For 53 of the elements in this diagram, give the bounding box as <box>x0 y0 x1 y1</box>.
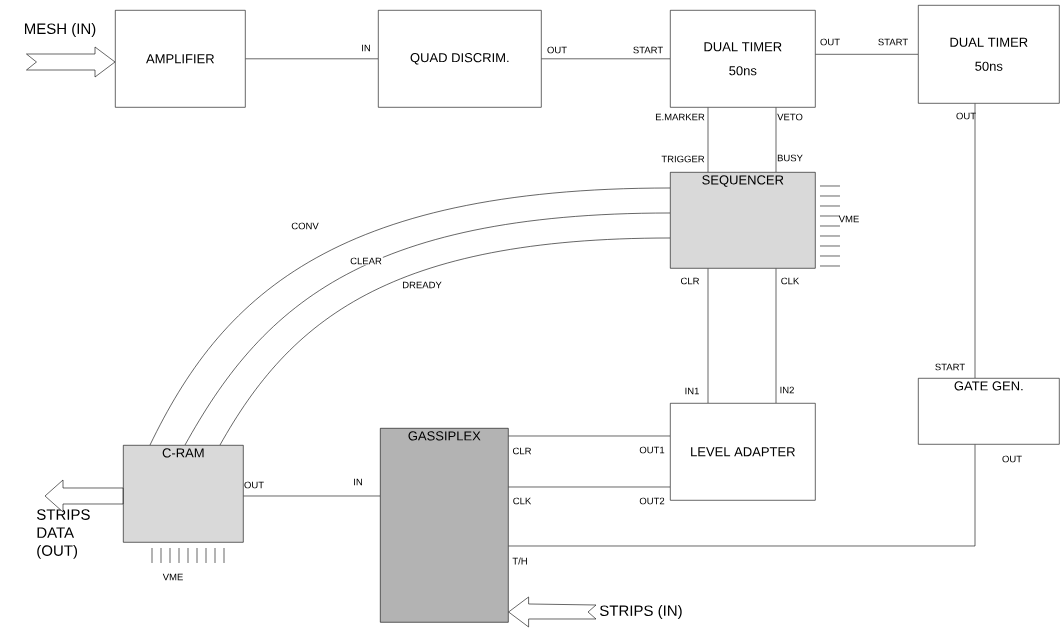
signal-text: MESH (IN) <box>25 23 96 37</box>
connector-line <box>508 444 976 547</box>
port-label: OUT <box>1002 455 1022 463</box>
connector-line <box>184 212 671 446</box>
hollow-arrow <box>44 479 124 513</box>
connector-line <box>508 435 671 437</box>
module-box: GASSIPLEX <box>380 428 509 623</box>
port-label: START <box>878 38 908 46</box>
port-label: IN <box>354 478 362 486</box>
port-label: CLK <box>781 277 800 285</box>
connector-line <box>815 54 919 55</box>
port-label: VETO <box>777 113 803 121</box>
port-label: OUT <box>244 481 264 489</box>
port-label: IN1 <box>685 387 699 395</box>
signal-text: STRIPS DATA (OUT) <box>37 509 90 559</box>
hollow-arrow <box>26 46 116 78</box>
connector-line <box>245 58 379 60</box>
port-label: OUT2 <box>639 497 665 505</box>
port-label: OUT <box>820 38 840 46</box>
port-label: VME <box>162 573 183 581</box>
port-label: START <box>633 46 663 54</box>
port-label: IN2 <box>780 386 794 394</box>
port-label: IN <box>362 44 370 52</box>
connector-line <box>707 268 709 404</box>
port-label: VME <box>838 215 859 223</box>
port-label: OUT <box>547 46 567 54</box>
connector-line <box>775 107 777 173</box>
module-box: C-RAM <box>123 445 244 543</box>
connector-line <box>541 58 671 60</box>
module-box: GATE GEN. <box>918 378 1060 445</box>
port-label: E.MARKER <box>656 113 705 121</box>
connector-line <box>974 103 976 379</box>
edge-label: DREADY <box>403 281 442 289</box>
module-box: SEQUENCER <box>670 172 816 269</box>
port-label: TRIGGER <box>661 155 705 163</box>
module-box: QUAD DISCRIM. <box>378 10 542 108</box>
connector-line <box>775 268 777 404</box>
module-box: AMPLIFIER <box>115 10 246 108</box>
edge-label: CONV <box>291 222 319 230</box>
connector-line <box>219 237 671 446</box>
edge-label: CLEAR <box>350 257 382 265</box>
module-box: DUAL TIMER 50ns <box>918 5 1060 104</box>
hollow-arrow <box>508 596 597 628</box>
connector-line <box>243 495 381 497</box>
module-box: LEVEL ADAPTER <box>670 403 816 501</box>
connector-line <box>707 107 709 173</box>
module-box: DUAL TIMER 50ns <box>670 10 816 108</box>
port-label: OUT <box>956 112 976 120</box>
connector-line <box>149 187 671 446</box>
port-label: BUSY <box>777 154 803 162</box>
port-label: CLR <box>681 277 700 285</box>
signal-text: STRIPS (IN) <box>600 605 682 619</box>
connector-line <box>508 486 671 488</box>
